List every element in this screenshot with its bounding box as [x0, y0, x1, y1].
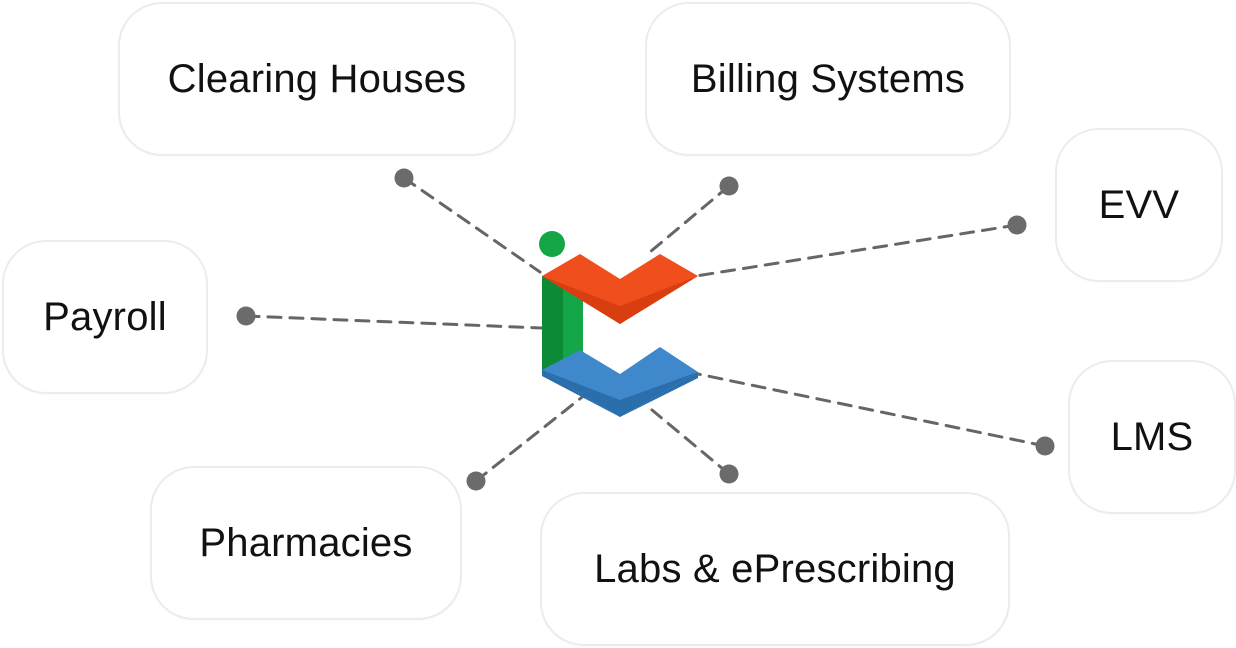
connector-billing-systems — [648, 184, 731, 254]
node-label-pharmacies: Pharmacies — [199, 520, 413, 565]
logo-blue-chevron — [542, 347, 698, 417]
connector-lms — [696, 372, 1047, 448]
node-label-billing-systems: Billing Systems — [690, 56, 966, 101]
node-clearing-houses: Clearing Houses — [118, 2, 516, 156]
dot-clearing-houses — [394, 168, 414, 188]
node-labs-eprescribing: Labs & ePrescribing — [540, 492, 1010, 646]
connector-pharmacies — [474, 392, 588, 483]
connector-labs — [650, 408, 731, 476]
connector-evv — [694, 223, 1019, 278]
dot-evv — [1007, 215, 1027, 235]
node-pharmacies: Pharmacies — [150, 466, 462, 620]
dot-pharmacies — [466, 471, 486, 491]
dot-lms — [1035, 436, 1055, 456]
node-label-labs-eprescribing: Labs & ePrescribing — [594, 546, 956, 591]
logo-blue-chevron-shade — [542, 370, 698, 417]
dot-labs — [719, 464, 739, 484]
connected-c-logo-icon — [539, 231, 698, 417]
node-evv: EVV — [1055, 128, 1223, 282]
node-billing-systems: Billing Systems — [645, 2, 1011, 156]
logo-orange-chevron — [542, 254, 698, 324]
node-label-evv: EVV — [1098, 182, 1180, 227]
connector-payroll — [244, 314, 544, 330]
dot-billing-systems — [719, 176, 739, 196]
logo-green-bar-face — [563, 288, 583, 372]
logo-orange-chevron-lower — [542, 276, 698, 324]
logo-green-dot — [539, 231, 565, 257]
logo-blue-chevron-lower — [542, 370, 698, 417]
connector-clearing-houses — [402, 176, 542, 274]
node-label-lms: LMS — [1110, 414, 1194, 459]
logo-green-bar — [542, 276, 563, 372]
dot-payroll — [236, 306, 256, 326]
node-lms: LMS — [1068, 360, 1236, 514]
node-payroll: Payroll — [2, 240, 208, 394]
node-label-clearing-houses: Clearing Houses — [167, 56, 467, 101]
node-label-payroll: Payroll — [43, 294, 167, 339]
